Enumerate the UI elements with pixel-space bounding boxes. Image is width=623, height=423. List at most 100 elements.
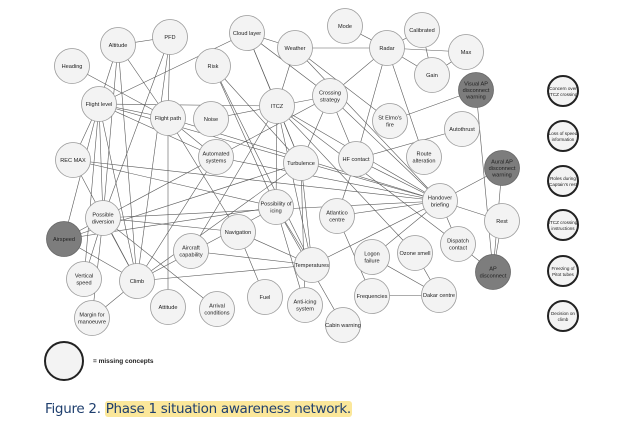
node-circle bbox=[458, 72, 494, 108]
node-label: Cloud layer bbox=[233, 31, 261, 37]
node-circle bbox=[369, 30, 405, 66]
node-circle bbox=[475, 254, 511, 290]
node-hf-contact: HF contact bbox=[338, 141, 374, 177]
node-max: Max bbox=[448, 34, 484, 70]
node-circle bbox=[414, 57, 450, 93]
node-turbulence: Turbulence bbox=[283, 145, 319, 181]
node-rec-max: REC MAX bbox=[55, 142, 91, 178]
node-heading: Heading bbox=[54, 48, 90, 84]
node-circle bbox=[397, 235, 433, 271]
edge-automated-systems-handover-briefing bbox=[215, 156, 441, 202]
node-autothrust: Autothrust bbox=[444, 111, 480, 147]
edge-visual-ap-ap-disconnect bbox=[475, 89, 494, 273]
node-label: Airspeed bbox=[53, 237, 75, 243]
edge-cloud-layer-flight-level bbox=[98, 32, 248, 105]
node-label: Turbulence bbox=[287, 161, 315, 167]
node-circle bbox=[294, 247, 330, 283]
node-circle bbox=[195, 48, 231, 84]
node-temperatures: Temperatures bbox=[294, 247, 330, 283]
node-circle bbox=[354, 278, 390, 314]
node-circle bbox=[198, 139, 234, 175]
node-circle bbox=[354, 239, 390, 275]
edge-possible-diversion-navigation bbox=[102, 217, 239, 233]
node-label: Frequencies bbox=[357, 294, 388, 300]
edge-risk-temperatures bbox=[212, 65, 313, 266]
node-navigation: Navigation bbox=[220, 214, 256, 250]
node-circle bbox=[55, 142, 91, 178]
node-attitude: Attitude bbox=[150, 289, 186, 325]
node-circle bbox=[372, 103, 408, 139]
node-climb: Climb bbox=[119, 263, 155, 299]
edge-flight-level-vertical-speed bbox=[83, 103, 100, 280]
node-circle bbox=[448, 34, 484, 70]
node-label: Autothrust bbox=[449, 127, 475, 133]
edge-flight-level-climb bbox=[98, 103, 138, 282]
edge-radar-hf-contact bbox=[355, 47, 388, 160]
node-label: REC MAX bbox=[60, 158, 86, 164]
node-mode: Mode bbox=[327, 8, 363, 44]
node-circle bbox=[547, 300, 579, 332]
node-circle bbox=[119, 263, 155, 299]
caption-prefix: Figure 2. bbox=[45, 401, 101, 417]
edge-climb-temperatures bbox=[136, 264, 313, 282]
node-circle bbox=[547, 255, 579, 287]
node-circle bbox=[259, 88, 295, 124]
edge-flight-path-navigation bbox=[167, 117, 239, 233]
node-circle bbox=[150, 100, 186, 136]
node-cabin-warning: Cabin warning bbox=[325, 307, 361, 343]
node-circle bbox=[319, 198, 355, 234]
node-label: Fuel bbox=[260, 295, 271, 301]
edge-aircraft-capability-temperatures bbox=[190, 250, 313, 266]
node-label: Gain bbox=[426, 73, 438, 79]
edge-hf-contact-autothrust bbox=[355, 128, 463, 160]
node-flight-level: Flight level bbox=[81, 86, 117, 122]
node-circle bbox=[422, 183, 458, 219]
node-cloud-layer: Cloud layer bbox=[229, 15, 265, 51]
node-gain: Gain bbox=[414, 57, 450, 93]
node-label: Weather bbox=[284, 46, 305, 52]
figure-caption: Figure 2. Phase 1 situation awareness ne… bbox=[45, 401, 352, 417]
edge-itcz-dispatch-contact bbox=[276, 105, 459, 245]
node-risk: Risk bbox=[195, 48, 231, 84]
edge-risk-possibility-icing bbox=[212, 65, 277, 208]
node-calibrated: Calibrated bbox=[404, 12, 440, 48]
edge-altitude-possible-diversion bbox=[102, 44, 119, 219]
node-circle bbox=[199, 291, 235, 327]
node-circle bbox=[220, 214, 256, 250]
node-rest: Rest bbox=[484, 203, 520, 239]
node-circle bbox=[46, 221, 82, 257]
edge-itcz-temperatures bbox=[276, 105, 313, 266]
edge-heading-flight-path bbox=[71, 65, 169, 119]
node-pfd: PFD bbox=[152, 19, 188, 55]
node-label: Attitude bbox=[159, 305, 178, 311]
node-label: Calibrated bbox=[409, 28, 435, 34]
edge-turbulence-climb bbox=[136, 162, 302, 282]
node-flight-path: Flight path bbox=[150, 100, 186, 136]
node-circle bbox=[173, 233, 209, 269]
node-label: Temperatures bbox=[295, 263, 329, 269]
